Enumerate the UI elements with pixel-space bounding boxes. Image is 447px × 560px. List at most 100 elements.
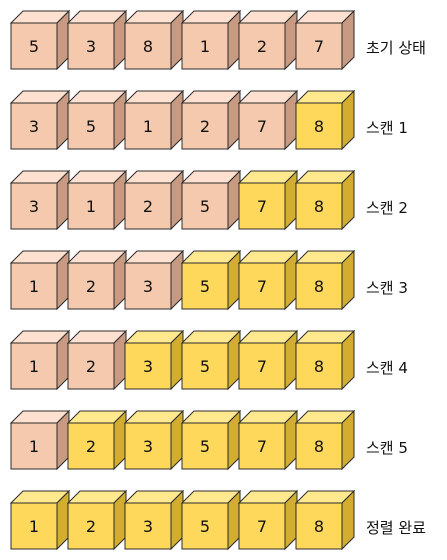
cube-value: 5 [200,437,210,456]
cube-value: 3 [143,517,153,536]
cube-front-face [10,422,58,470]
cube-value: 3 [29,117,39,136]
cube-value: 8 [314,357,324,376]
cube-front-face [124,342,172,390]
sorted-cube: 7 [237,169,299,231]
cube-value: 1 [29,357,39,376]
unsorted-cube: 2 [123,169,185,231]
sorted-cube: 8 [294,409,356,471]
cube-front-face [295,262,343,310]
cube-front-face [124,262,172,310]
cube-front-face [181,502,229,550]
cube-value: 8 [314,437,324,456]
cube-front-face [67,22,115,70]
cube-value: 3 [143,277,153,296]
cube-front-face [124,102,172,150]
unsorted-cube: 3 [9,169,71,231]
cube-front-face [67,422,115,470]
cube-value: 7 [257,357,267,376]
cube-value: 3 [29,197,39,216]
cube-value: 1 [29,517,39,536]
cube-value: 8 [314,517,324,536]
cube-value: 7 [257,517,267,536]
sorted-cube: 2 [66,489,128,551]
sorted-cube: 8 [294,329,356,391]
cube-front-face [10,102,58,150]
cube-value: 8 [314,117,324,136]
cube-value: 1 [143,117,153,136]
cube-value: 1 [29,277,39,296]
step-label: 스캔 1 [366,119,408,137]
cube-front-face [181,342,229,390]
cube-front-face [10,22,58,70]
cube-value: 5 [29,37,39,56]
sorted-cube: 1 [9,489,71,551]
sort-step-row: 1 2 3 5 7 8 스캔 4 [0,320,447,400]
cube-value: 2 [86,357,96,376]
unsorted-cube: 1 [9,249,71,311]
cube-value: 3 [143,437,153,456]
cube-value: 1 [86,197,96,216]
unsorted-cube: 5 [66,89,128,151]
unsorted-cube: 3 [66,9,128,71]
sorted-cube: 7 [237,489,299,551]
cube-front-face [238,102,286,150]
cube-value: 2 [143,197,153,216]
cube-value: 7 [257,117,267,136]
cube-front-face [295,22,343,70]
cube-value: 5 [200,357,210,376]
cube-value: 2 [257,37,267,56]
cube-value: 7 [257,437,267,456]
cube-front-face [238,22,286,70]
sorted-cube: 3 [123,329,185,391]
sorted-cube: 5 [180,489,242,551]
cube-value: 7 [257,277,267,296]
step-label: 초기 상태 [366,39,426,57]
unsorted-cube: 1 [9,329,71,391]
unsorted-cube: 2 [237,9,299,71]
step-label: 스캔 4 [366,359,408,377]
cube-front-face [124,502,172,550]
cube-value: 2 [200,117,210,136]
unsorted-cube: 2 [66,249,128,311]
cube-front-face [295,342,343,390]
cube-value: 3 [143,357,153,376]
sorted-cube: 8 [294,169,356,231]
unsorted-cube: 1 [180,9,242,71]
step-label: 스캔 2 [366,199,408,217]
step-label: 스캔 5 [366,439,408,457]
cube-value: 5 [200,517,210,536]
cube-value: 5 [200,277,210,296]
sorted-cube: 3 [123,409,185,471]
sorted-cube: 2 [66,409,128,471]
cube-value: 7 [257,197,267,216]
unsorted-cube: 7 [237,89,299,151]
sorted-cube: 5 [180,409,242,471]
sorted-cube: 7 [237,249,299,311]
cube-front-face [238,262,286,310]
unsorted-cube: 2 [66,329,128,391]
unsorted-cube: 1 [66,169,128,231]
sorted-cube: 7 [237,409,299,471]
sorted-cube: 5 [180,249,242,311]
unsorted-cube: 1 [123,89,185,151]
cube-value: 2 [86,277,96,296]
unsorted-cube: 7 [294,9,356,71]
step-label: 스캔 3 [366,279,408,297]
cube-front-face [67,262,115,310]
cube-front-face [67,102,115,150]
cube-front-face [181,102,229,150]
cube-value: 8 [314,197,324,216]
cube-front-face [181,182,229,230]
cube-front-face [124,182,172,230]
cube-front-face [10,342,58,390]
